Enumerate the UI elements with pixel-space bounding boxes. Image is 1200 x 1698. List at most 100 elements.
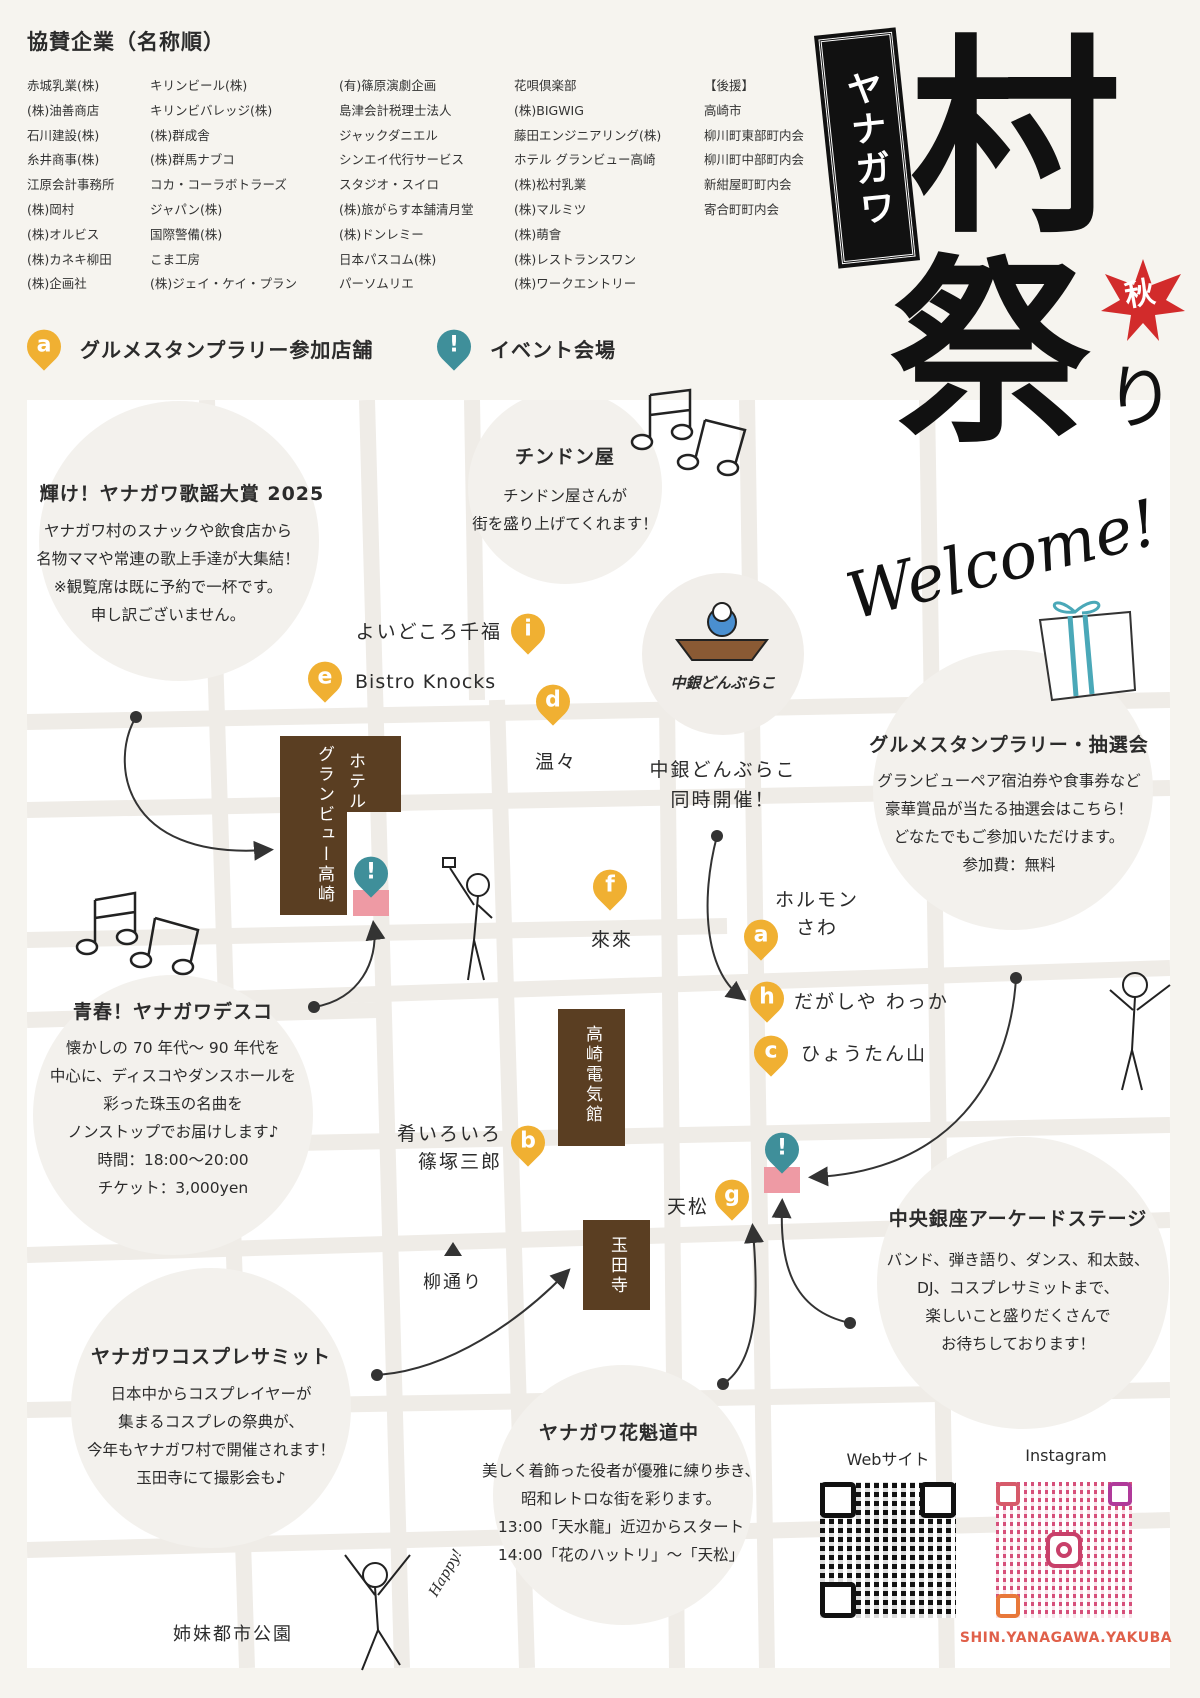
hotel-label-line2: グランビュー高崎 [314, 745, 334, 905]
logo-banner: ヤナガワ [813, 27, 921, 269]
arrow-desuko-to-hotel [313, 920, 386, 1008]
supporters-heading: 【後援】 [704, 78, 755, 93]
selfie-girl-illustration [442, 857, 493, 981]
sponsors-title: 協賛企業（名称順） [27, 30, 225, 54]
music-notes-icon [75, 891, 200, 976]
building-gyokudenji: 玉田寺 [583, 1220, 650, 1310]
sponsor-item: (株)群成舎 [150, 127, 210, 143]
sponsor-item: (株)BIGWIG [514, 102, 584, 118]
shop-pin-c[interactable]: c [746, 1028, 796, 1077]
park-label: 姉妹都市公園 [173, 1624, 293, 1645]
temple-label: 玉田寺 [607, 1236, 627, 1296]
event-zone-desuko [33, 975, 313, 1255]
shop-pin-i[interactable]: i [503, 606, 553, 655]
supporters-column: 【後援】 高崎市 柳川町東部町内会 柳川町中部町内会 新紺屋町町内会 寄合町町内… [704, 74, 804, 223]
sponsor-item: キリンビール(株) [150, 78, 248, 93]
sponsor-item: (株)カネキ柳田 [27, 251, 112, 267]
arrow-stage-loop [771, 1198, 851, 1324]
sponsor-item: (株)松村乳業 [514, 177, 587, 193]
logo-season: 秋 [1122, 274, 1158, 315]
event-pin-hotel[interactable]: ! [346, 849, 396, 898]
sponsor-item: コカ・コーラボトラーズ [150, 177, 287, 193]
arrow-start-dot [308, 1001, 320, 1013]
supporter-item: 寄合町町内会 [704, 201, 780, 217]
shop-label-c: ひょうたん山 [801, 1043, 928, 1065]
event-desc-chindon: チンドン屋さんが街を盛り上げてくれます！ [472, 487, 658, 533]
event-title-arcade-stage: 中央銀座アーケードステージ [888, 1208, 1148, 1230]
website-qr-label: Webサイト [846, 1450, 930, 1469]
street-marker-icon [444, 1242, 462, 1256]
festival-logo: ヤナガワ 村 祭 秋 り [800, 20, 1200, 500]
shop-pin-e[interactable]: e [300, 654, 350, 703]
supporter-item: 高崎市 [704, 102, 742, 118]
shop-label-f: 來來 [590, 929, 634, 951]
shop-pin-h[interactable]: h [742, 974, 792, 1023]
arrow-donburako [706, 835, 747, 1001]
cheering-man-illustration [1109, 972, 1171, 1091]
sponsor-item: 藤田エンジニアリング(株) [514, 127, 662, 143]
sponsor-item: (株)群馬ナブコ [150, 152, 235, 168]
arrow-start-dot [717, 1378, 729, 1390]
shop-pin-b[interactable]: b [503, 1118, 553, 1167]
legend-shop-label: グルメスタンプラリー参加店舗 [80, 338, 374, 362]
sponsor-item: (株)油善商店 [27, 102, 100, 118]
event-title-oiran: ヤナガワ花魁道中 [538, 1422, 700, 1444]
arrow-stamp-to-stage [808, 977, 1017, 1187]
sponsor-item: (株)萌會 [514, 226, 562, 242]
event-title-kayou: 輝け！ヤナガワ歌謡大賞 2025 [39, 483, 325, 505]
event-map [27, 400, 1170, 1668]
event-pin-arcade[interactable]: ! [757, 1125, 807, 1174]
hotel-label-line1: ホテル [345, 752, 365, 812]
event-title-desuko: 青春！ヤナガワデスコ [72, 1001, 274, 1023]
sponsor-item: 島津会計税理士法人 [339, 102, 452, 118]
shop-pin-f[interactable]: f [585, 862, 635, 911]
sponsor-item: (有)篠原演劇企画 [339, 78, 437, 93]
sponsor-item: ホテル グランビュー高崎 [514, 152, 656, 168]
road [919, 400, 955, 1668]
sponsor-item: キリンビバレッジ(株) [150, 102, 273, 118]
shop-label-a: ホルモンさわ [774, 889, 860, 939]
sponsor-item: (株)レストランスワン [514, 251, 637, 267]
music-notes-icon [630, 388, 747, 477]
road [359, 400, 410, 1668]
event-desc-oiran: 美しく着飾った役者が優雅に練り歩き、昭和レトロな街を彩ります。13:00「天水龍… [482, 1462, 760, 1564]
road [464, 400, 485, 701]
sponsor-column-4: 花唄倶楽部 (株)BIGWIG 藤田エンジニアリング(株) ホテル グランビュー… [514, 74, 661, 297]
sponsor-item: シンエイ代行サービス [339, 152, 465, 168]
instagram-qr-code[interactable] [996, 1482, 1132, 1618]
maple-leaf-icon [1101, 259, 1185, 341]
sponsor-item: (株)ジェイ・ケイ・プラン [150, 276, 298, 292]
gift-box-icon [1038, 600, 1137, 702]
sponsor-column-3: (有)篠原演劇企画 島津会計税理士法人 ジャックダニエル シンエイ代行サービス … [339, 74, 474, 297]
sponsor-item: 国際警備(株) [150, 226, 223, 242]
sponsor-item: こま工房 [150, 251, 201, 267]
sponsor-item: 糸井商事(株) [27, 152, 100, 168]
sponsor-column-2: キリンビール(株) キリンビバレッジ(株) (株)群成舎 (株)群馬ナブコ コカ… [150, 74, 297, 297]
event-desc-cosplay: 日本中からコスプレイヤーが集まるコスプレの祭典が、今年もヤナガワ村で開催されます… [86, 1385, 336, 1487]
shop-pin-d[interactable]: d [528, 677, 578, 726]
shop-pin-g[interactable]: g [707, 1172, 757, 1221]
sponsor-item: パーソムリエ [339, 276, 414, 292]
event-zone-kayou [39, 401, 319, 681]
arrow-start-dot [844, 1317, 856, 1329]
event-desc-desuko: 懐かしの 70 年代～ 90 年代を中心に、ディスコやダンスホールを彩った珠玉の… [49, 1039, 297, 1197]
logo-char-mura: 村 [910, 17, 1121, 262]
supporter-item: 柳川町中部町内会 [704, 152, 805, 168]
sponsor-item: (株)ワークエントリー [514, 276, 637, 292]
legend-event-label: イベント会場 [490, 338, 616, 362]
sponsor-column-1: 赤城乳業(株) (株)油善商店 石川建設(株) 糸井商事(株) 江原会計事務所 … [27, 74, 115, 297]
arrow-start-dot [130, 711, 142, 723]
sponsor-item: (株)ドンレミー [339, 226, 424, 242]
street-label: 柳通り [423, 1272, 483, 1293]
logo-char-ri: り [1105, 357, 1175, 439]
arrow-oiran [722, 1223, 764, 1385]
website-qr-code[interactable] [820, 1482, 956, 1618]
sponsor-item: (株)旅がらす本舗清月堂 [339, 201, 474, 217]
instagram-handle[interactable]: SHIN.YANAGAWA.YAKUBA [959, 1630, 1173, 1646]
shop-label-h: だがしや わっか [794, 991, 949, 1013]
shop-label-g: 天松 [666, 1196, 709, 1218]
sponsor-item: ジャックダニエル [339, 127, 438, 143]
event-desc-stamp-rally: グランビューペア宿泊券や食事券など豪華賞品が当たる抽選会はこちら！どなたでもご参… [877, 772, 1141, 874]
event-zone-stamp-rally [873, 650, 1153, 930]
